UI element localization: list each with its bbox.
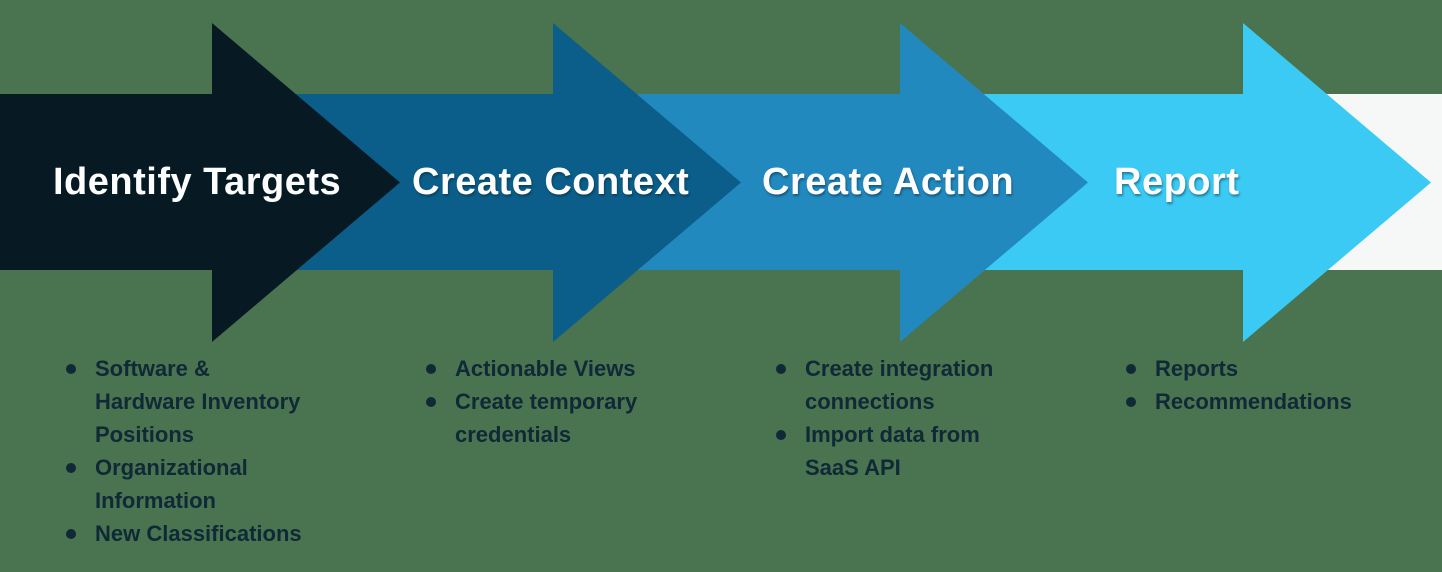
- bullet-list: Actionable Views Create temporary creden…: [426, 352, 766, 451]
- bullet-dot-icon: [426, 397, 436, 407]
- bullet-list: Software & Hardware Inventory Positions …: [66, 352, 406, 550]
- bullet-column-report: Reports Recommendations: [1126, 352, 1442, 418]
- bullet-item-text: Actionable Views: [455, 356, 636, 381]
- bullet-dot-icon: [1126, 364, 1136, 374]
- list-item: New Classifications: [66, 517, 406, 550]
- bullet-list: Create integration connections Import da…: [776, 352, 1116, 484]
- list-item: Reports: [1126, 352, 1442, 385]
- list-item: Organizational Information: [66, 451, 406, 517]
- stage-title-create-action: Create Action: [762, 161, 1015, 203]
- bullet-item-text: New Classifications: [95, 521, 302, 546]
- bullet-column-create-action: Create integration connections Import da…: [776, 352, 1116, 484]
- bullet-item-text: Import data from SaaS API: [805, 422, 980, 480]
- bullet-column-identify-targets: Software & Hardware Inventory Positions …: [66, 352, 406, 550]
- bullet-item-text: Reports: [1155, 356, 1239, 381]
- list-item: Create integration connections: [776, 352, 1116, 418]
- bullet-column-create-context: Actionable Views Create temporary creden…: [426, 352, 766, 451]
- list-item: Actionable Views: [426, 352, 766, 385]
- stage-title-report: Report: [1114, 161, 1240, 203]
- bullet-list: Reports Recommendations: [1126, 352, 1442, 418]
- bullet-item-text: Create temporary credentials: [455, 389, 638, 447]
- bullet-dot-icon: [776, 430, 786, 440]
- stage-title-identify-targets: Identify Targets: [53, 161, 342, 203]
- bullet-dot-icon: [66, 364, 76, 374]
- bullet-item-text: Recommendations: [1155, 389, 1352, 414]
- list-item: Import data from SaaS API: [776, 418, 1116, 484]
- bullet-dot-icon: [66, 463, 76, 473]
- stage-band-identify-targets: [0, 94, 212, 270]
- bullet-dot-icon: [66, 529, 76, 539]
- arrow-head-report-icon: [1243, 23, 1431, 342]
- list-item: Recommendations: [1126, 385, 1442, 418]
- bullet-item-text: Software & Hardware Inventory Positions: [95, 356, 301, 447]
- bullet-item-text: Organizational Information: [95, 455, 248, 513]
- bullet-dot-icon: [426, 364, 436, 374]
- bullet-dot-icon: [776, 364, 786, 374]
- list-item: Software & Hardware Inventory Positions: [66, 352, 406, 451]
- bullet-dot-icon: [1126, 397, 1136, 407]
- bullet-item-text: Create integration connections: [805, 356, 994, 414]
- list-item: Create temporary credentials: [426, 385, 766, 451]
- stage-title-create-context: Create Context: [412, 161, 690, 203]
